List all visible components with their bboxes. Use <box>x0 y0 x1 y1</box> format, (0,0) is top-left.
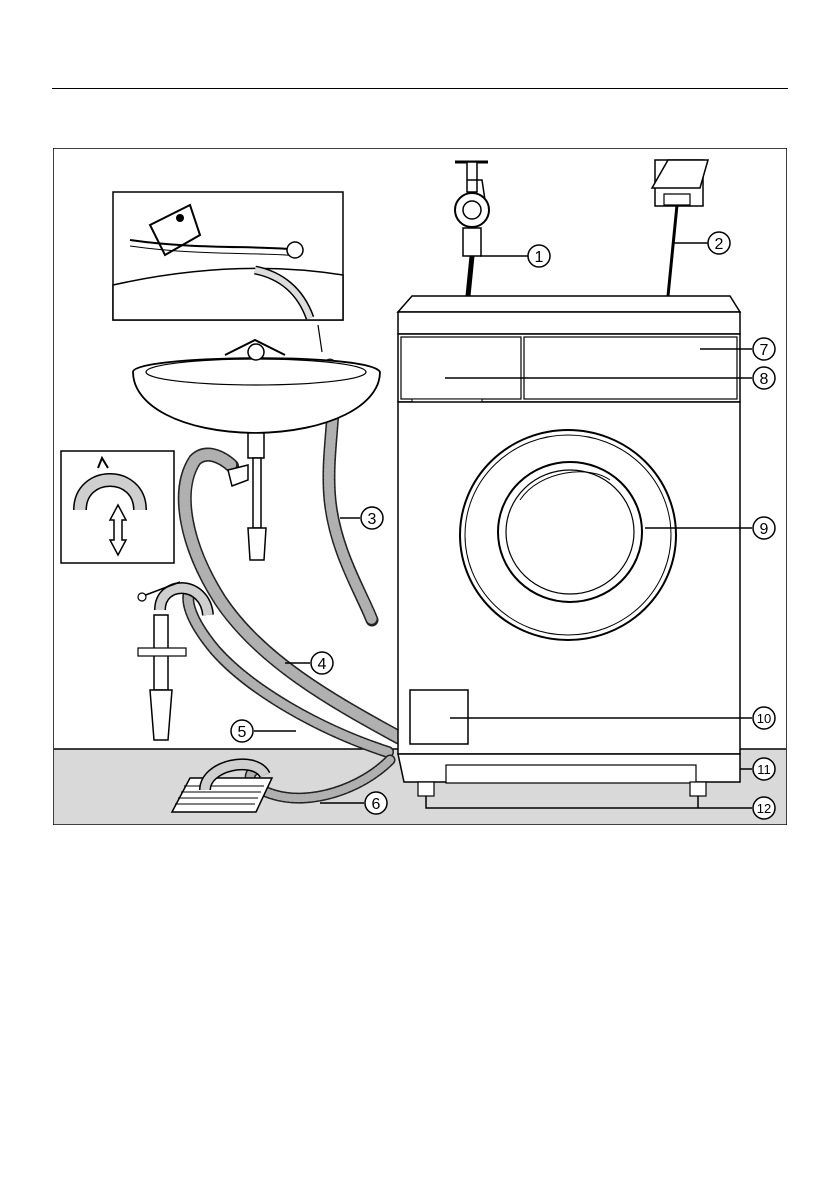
detergent-drawer <box>401 337 521 399</box>
callout-5-label: 5 <box>238 724 247 741</box>
callout-4-label: 4 <box>318 656 327 673</box>
callout-6-label: 6 <box>372 796 381 813</box>
callout-1: 1 <box>528 245 550 267</box>
door-glass <box>498 462 642 602</box>
callout-12-label: 12 <box>757 801 771 816</box>
header-rule <box>52 88 788 89</box>
washing-machine-installation-diagram: 1 2 3 4 5 6 7 8 9 10 11 12 <box>53 148 787 825</box>
callout-5: 5 <box>231 720 253 742</box>
callout-10-label: 10 <box>757 711 771 726</box>
callout-7-label: 7 <box>760 342 769 359</box>
callout-3-label: 3 <box>368 511 377 528</box>
callout-6: 6 <box>365 792 387 814</box>
callout-2-label: 2 <box>715 236 724 253</box>
standpipe-hook-inset <box>61 451 174 563</box>
callout-2: 2 <box>708 232 730 254</box>
callout-8-label: 8 <box>760 371 769 388</box>
sink-hook-detail-inset <box>113 192 343 320</box>
callout-9: 9 <box>753 517 775 539</box>
callout-12: 12 <box>753 797 775 819</box>
callout-8: 8 <box>753 367 775 389</box>
callout-1-label: 1 <box>535 249 544 266</box>
adjustable-foot-right <box>690 782 706 796</box>
diagram-canvas: 1 2 3 4 5 6 7 8 9 10 11 12 <box>53 148 787 825</box>
washing-machine <box>398 296 740 796</box>
adjustable-foot-left <box>418 782 434 796</box>
service-flap <box>410 690 468 744</box>
callout-9-label: 9 <box>760 521 769 538</box>
control-panel-display <box>524 337 737 399</box>
callout-3: 3 <box>361 507 383 529</box>
callout-11-label: 11 <box>757 762 771 777</box>
callout-10: 10 <box>753 707 775 729</box>
callout-11: 11 <box>753 758 775 780</box>
callout-7: 7 <box>753 338 775 360</box>
callout-4: 4 <box>311 652 333 674</box>
